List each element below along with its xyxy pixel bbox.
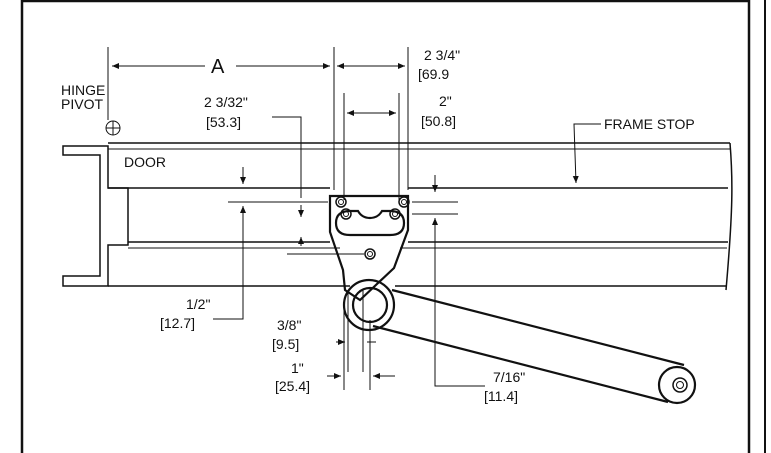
dim-1-2-in: 1/2" [186, 296, 210, 312]
drawing-text: A HINGE PIVOT DOOR FRAME STOP 2 3/4" [69… [61, 47, 695, 404]
dim-2-mm: [50.8] [421, 113, 456, 129]
dim-7-16-in: 7/16" [493, 369, 525, 385]
dim-2-3-32-mm: [53.3] [206, 114, 241, 130]
mounting-plate [328, 194, 410, 302]
door-label: DOOR [124, 154, 166, 170]
hinge-label: HINGE [61, 82, 105, 98]
dim-3-8-mm: [9.5] [272, 336, 299, 352]
frame-stop-label: FRAME STOP [604, 116, 695, 132]
dim-2-in: 2" [439, 93, 452, 109]
door-frame [62, 142, 733, 291]
pivot-label: PIVOT [61, 96, 103, 112]
dim-1-in: 1" [291, 360, 304, 376]
dim-2-3-4-mm: [69.9 [418, 66, 449, 82]
dim-3-8-in: 3/8" [277, 317, 301, 333]
dim-1-2-mm: [12.7] [160, 315, 195, 331]
dim-7-16-mm: [11.4] [484, 388, 518, 404]
drawing-border [20, 0, 751, 453]
dim-a-label: A [211, 56, 225, 78]
dimension-lines [105, 47, 601, 390]
dim-1-mm: [25.4] [275, 378, 310, 394]
closer-arm [342, 278, 697, 405]
dim-2-3-4-in: 2 3/4" [424, 47, 460, 63]
dim-2-3-32-in: 2 3/32" [204, 94, 248, 110]
